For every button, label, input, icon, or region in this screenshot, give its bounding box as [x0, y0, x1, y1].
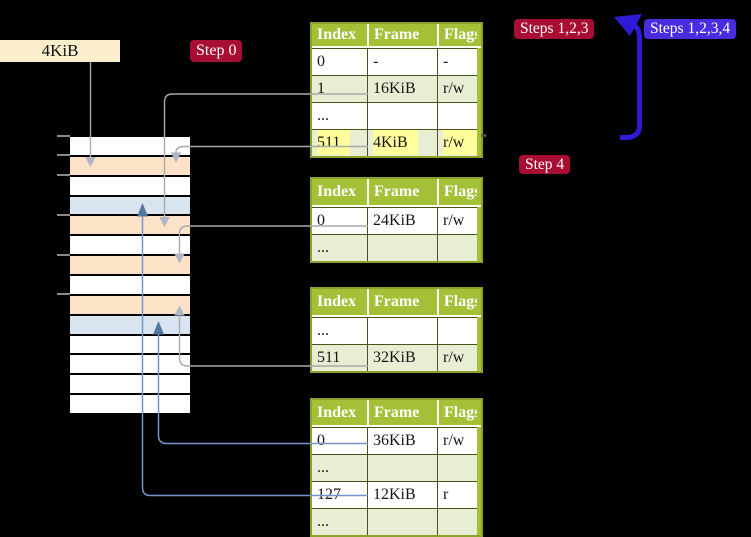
memory-frame-row	[70, 216, 190, 235]
memory-frame-row	[70, 256, 190, 274]
table-cell	[437, 102, 477, 129]
memory-frame-row	[70, 355, 190, 374]
table-header-frame: Frame	[367, 24, 437, 46]
table-header-frame: Frame	[367, 400, 437, 425]
table-cell: 32KiB	[367, 344, 437, 371]
table-header-flags: Flags	[437, 179, 477, 205]
frame-size-label: 4KiB	[0, 40, 120, 62]
memory-tick	[57, 293, 70, 296]
memory-frame-row	[70, 395, 190, 413]
table-cell: ...	[312, 508, 367, 535]
table-row: ...	[312, 454, 481, 481]
table-cell	[367, 317, 437, 344]
table-cell: 36KiB	[367, 427, 437, 454]
table-cell: 1	[312, 75, 367, 102]
table-header-frame: Frame	[367, 179, 437, 205]
table-row: ...	[312, 234, 481, 261]
memory-frame-row	[70, 295, 190, 314]
table-cell: 4KiB	[367, 129, 437, 156]
table-cell: 0	[312, 207, 367, 234]
memory-frame-row	[70, 236, 190, 255]
table-cell: 511	[312, 129, 367, 156]
table-cell	[367, 102, 437, 129]
table-cell: ...	[312, 102, 367, 129]
table-cell	[437, 317, 477, 344]
table-cell: 127	[312, 481, 367, 508]
table-cell: ...	[312, 454, 367, 481]
table-row: ...	[312, 102, 481, 129]
table-cell: r/w	[437, 207, 477, 234]
memory-tick	[57, 213, 70, 216]
steps-loop-arrow	[614, 14, 642, 140]
table-cell: 0	[312, 427, 367, 454]
table-header-index: Index	[312, 289, 367, 315]
steps1234-badge: Steps 1,2,3,4	[644, 19, 737, 39]
table-cell	[367, 234, 437, 261]
table-cell: 0	[312, 48, 367, 75]
step4-badge: Step 4	[519, 155, 571, 174]
table-header-flags: Flags	[437, 289, 477, 315]
table-cell: r/w	[437, 75, 477, 102]
memory-tick	[57, 154, 70, 157]
table-header-index: Index	[312, 400, 367, 425]
memory-frame-row	[70, 156, 190, 175]
memory-tick	[57, 174, 70, 177]
table-cell	[367, 508, 437, 535]
table-row: ...	[312, 317, 481, 344]
table-cell: -	[437, 48, 477, 75]
table-cell: r/w	[437, 427, 477, 454]
table-cell	[437, 234, 477, 261]
memory-tick	[57, 253, 70, 256]
table-row: 0--	[312, 48, 481, 75]
memory-tick	[57, 134, 70, 137]
table-cell	[437, 508, 477, 535]
table-cell: r/w	[437, 129, 477, 156]
step0-badge: Step 0	[190, 40, 243, 62]
memory-frame-row	[70, 315, 190, 334]
table-cell: r/w	[437, 344, 477, 371]
table-cell: 24KiB	[367, 207, 437, 234]
table-header-flags: Flags	[437, 400, 477, 425]
table-cell: ...	[312, 234, 367, 261]
memory-frame-row	[70, 275, 190, 294]
table-cell: 12KiB	[367, 481, 437, 508]
table-cell	[437, 454, 477, 481]
table-cell	[367, 454, 437, 481]
memory-frame-row	[70, 335, 190, 354]
steps123-badge: Steps 1,2,3	[514, 19, 595, 39]
table-cell: -	[367, 48, 437, 75]
memory-frame-row	[70, 137, 190, 155]
table-header-frame: Frame	[367, 289, 437, 315]
memory-frame-row	[70, 375, 190, 394]
memory-frame-row	[70, 196, 190, 215]
table-cell: ...	[312, 317, 367, 344]
table-cell: r	[437, 481, 477, 508]
table-cell: 16KiB	[367, 75, 437, 102]
table-cell: 511	[312, 344, 367, 371]
table-header-index: Index	[312, 24, 367, 46]
memory-frame-row	[70, 176, 190, 195]
table-header-flags: Flags	[437, 24, 477, 46]
table-header-index: Index	[312, 179, 367, 205]
table-row: ...	[312, 508, 481, 535]
